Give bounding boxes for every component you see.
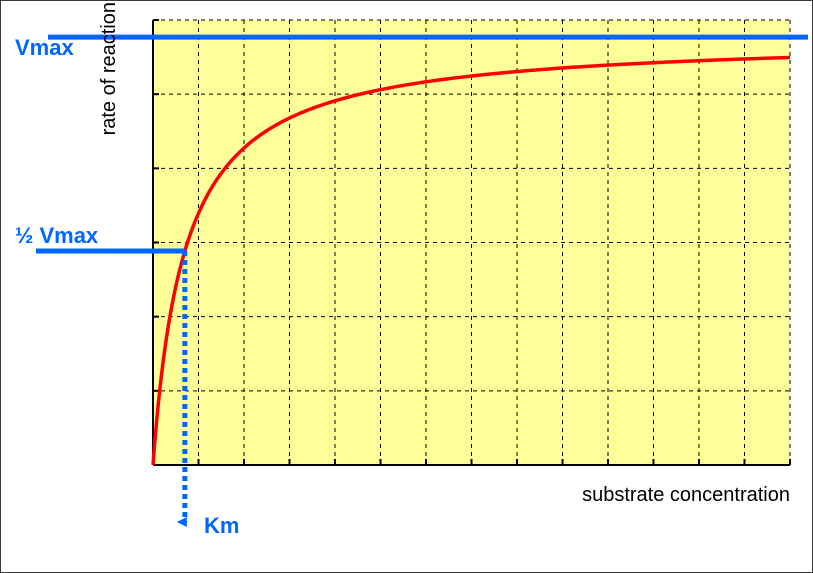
x-axis-label: substrate concentration <box>582 484 790 506</box>
rate-curve <box>151 55 791 466</box>
grid <box>153 19 791 465</box>
y-axis-label: rate of reaction <box>98 2 120 135</box>
axes <box>152 19 791 466</box>
half-vmax-label: ½ Vmax <box>15 223 99 248</box>
km-label: Km <box>204 513 239 538</box>
vmax-label: Vmax <box>15 35 74 60</box>
